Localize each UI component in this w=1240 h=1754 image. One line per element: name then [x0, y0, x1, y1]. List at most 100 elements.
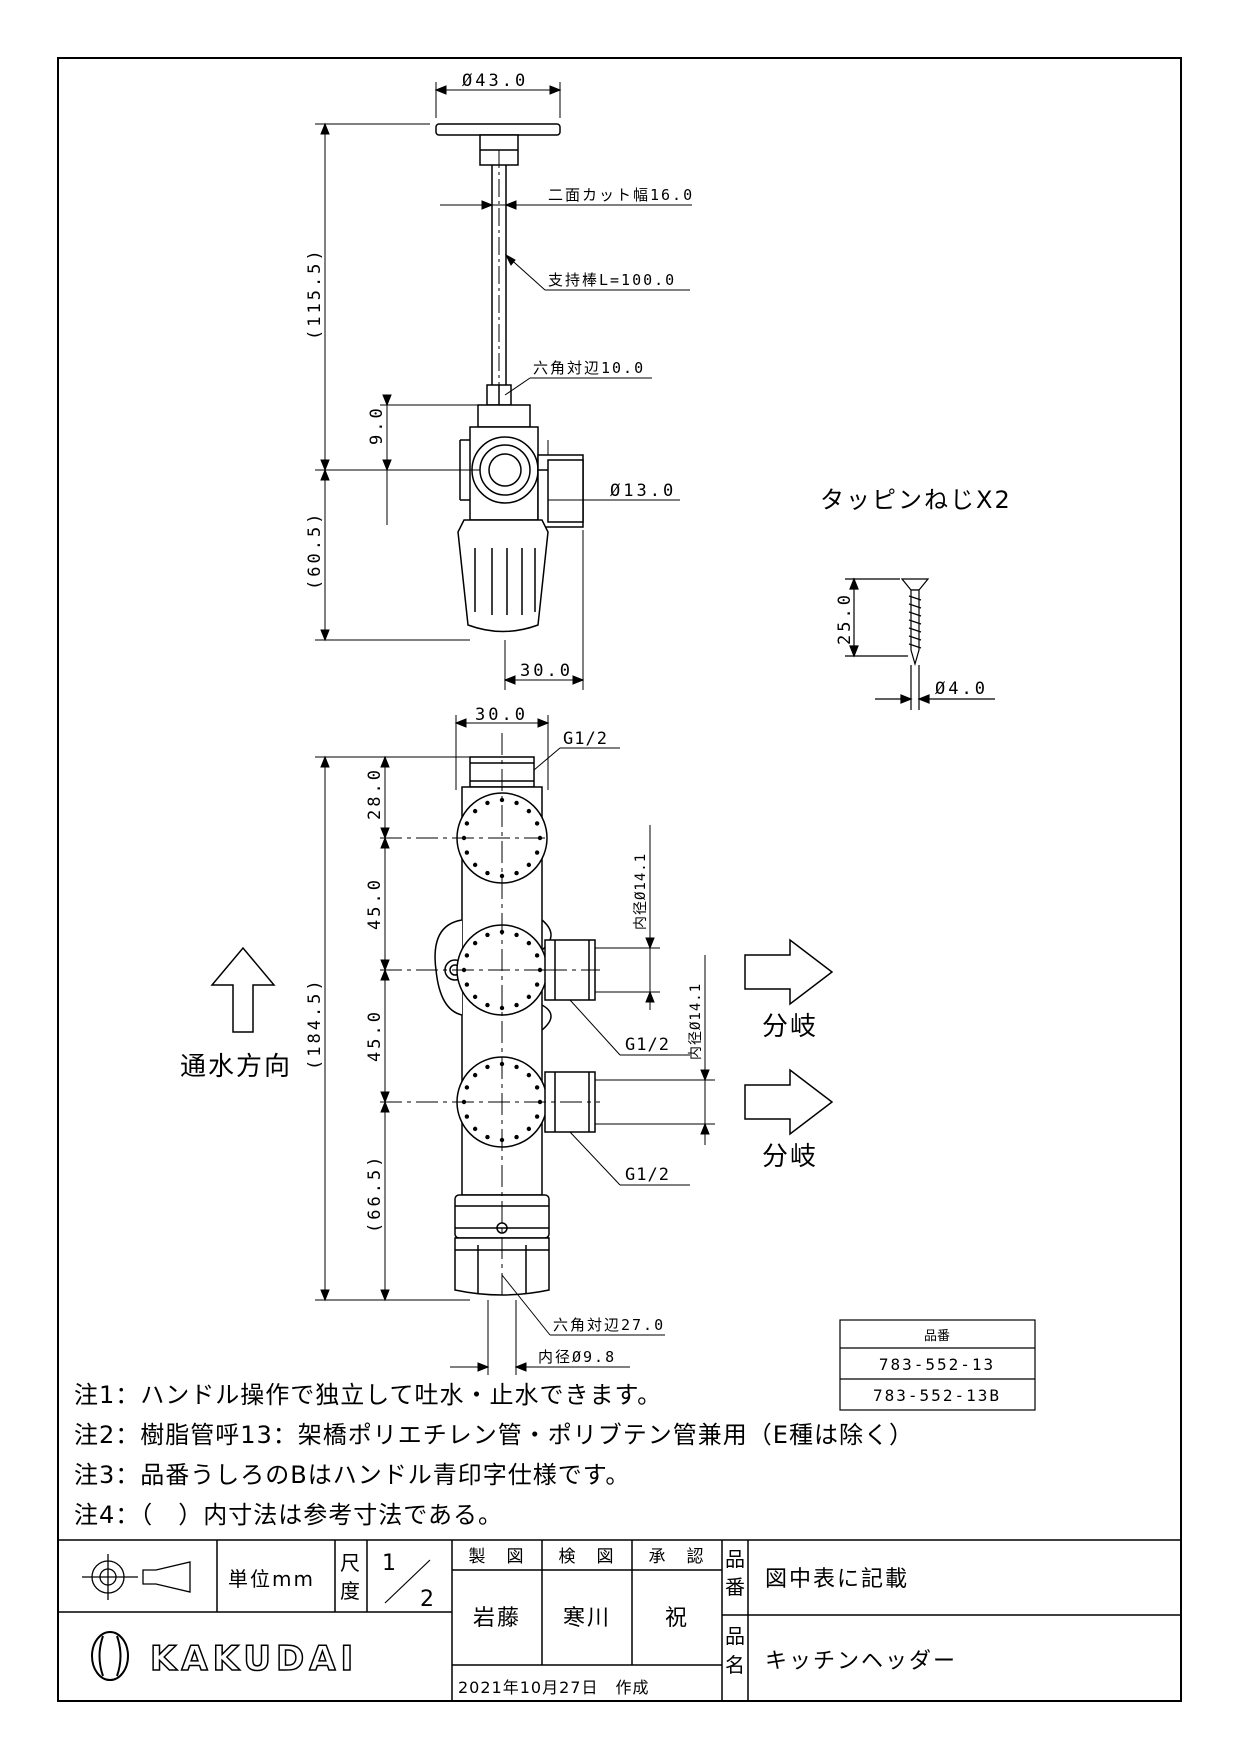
dial-tick — [526, 994, 532, 1000]
dial-tick — [485, 1002, 490, 1008]
dial-tick — [485, 1064, 490, 1070]
dial-tick — [526, 808, 532, 814]
part-table-header: 品番 — [924, 1329, 950, 1344]
name-label-2: 名 — [725, 1653, 747, 1677]
note-4: 注4：（ ）内寸法は参考寸法である。 — [74, 1501, 503, 1529]
front-view-dimensions — [315, 715, 715, 1375]
dial-tick — [472, 1126, 478, 1132]
note-2: 注2：樹脂管呼13：架橋ポリエチレン管・ポリブテン管兼用（E種は除く） — [74, 1421, 914, 1449]
note-3: 注3：品番うしろのBはハンドル青印字仕様です。 — [74, 1461, 630, 1489]
checked-by-label: 検 図 — [559, 1547, 616, 1567]
part-number-table — [839, 1319, 1036, 1411]
dim-diameter-top: Ø43.0 — [462, 71, 528, 91]
company-name: KAKUDAI — [150, 1639, 358, 1679]
dial-tick — [526, 862, 532, 868]
dial-tick — [514, 1134, 519, 1140]
dial-tick — [534, 821, 540, 826]
title-block-grid — [58, 1539, 1181, 1701]
inner-dia-1: 内径Ø14.1 — [633, 853, 649, 930]
branch-arrow-1 — [744, 938, 834, 1006]
dial-tick — [464, 953, 470, 958]
flow-direction-arrow — [210, 946, 276, 1033]
inner-dia-2: 内径Ø14.1 — [688, 983, 704, 1060]
unit-label: 単位mm — [228, 1567, 315, 1591]
dial-tick — [472, 1072, 478, 1078]
approved-by-label: 承 認 — [649, 1547, 706, 1567]
front-dim-width-30: 30.0 — [475, 705, 528, 725]
dim-hex-10: 六角対辺10.0 — [533, 359, 645, 377]
scale-label-1: 尺 — [340, 1551, 362, 1575]
dial-tick — [472, 862, 478, 868]
kakudai-logo-icon — [91, 1631, 129, 1681]
drawn-by-name: 岩藤 — [473, 1606, 521, 1631]
dial-tick — [485, 800, 490, 806]
dim-66: (66.5) — [365, 1154, 385, 1233]
dial-tick — [472, 940, 478, 946]
dial-tick — [514, 870, 519, 876]
dim-inner-98: 内径Ø9.8 — [538, 1348, 616, 1366]
thread-top: G1/2 — [563, 729, 608, 749]
part-no-label-2: 番 — [725, 1575, 747, 1599]
dim-9: 9.0 — [367, 405, 387, 445]
flow-direction-label: 通水方向 — [180, 1052, 292, 1082]
dial-tick — [526, 1126, 532, 1132]
dial-tick — [499, 1005, 505, 1011]
dial-tick — [499, 873, 505, 879]
dial-tick — [534, 953, 540, 958]
dial-tick — [534, 1114, 540, 1119]
note-1: 注1：ハンドル操作で独立して吐水・止水できます。 — [74, 1381, 662, 1409]
branch-arrow-2 — [744, 1068, 834, 1136]
dim-height-115: (115.5) — [305, 247, 325, 340]
name-label-1: 品 — [725, 1624, 747, 1648]
drawn-by-label: 製 図 — [469, 1547, 526, 1567]
dial-tick — [514, 932, 519, 938]
dial-tick — [464, 850, 470, 855]
screw-drawing — [845, 577, 995, 710]
screw-length: 25.0 — [835, 592, 855, 645]
drawing-border — [57, 57, 1182, 1702]
thread-low: G1/2 — [625, 1165, 670, 1185]
drawing-date: 2021年10月27日 作成 — [458, 1678, 649, 1697]
dial-tick — [464, 821, 470, 826]
dial-tick — [464, 1085, 470, 1090]
branch-label-1: 分岐 — [762, 1012, 818, 1042]
scale-slash — [384, 1559, 431, 1604]
dim-outlet-13: Ø13.0 — [610, 481, 676, 501]
top-view-dimensions — [315, 82, 692, 690]
dial-tick — [472, 994, 478, 1000]
front-view-centerlines — [380, 733, 600, 1300]
dim-width-30-top: 30.0 — [520, 661, 573, 681]
screw-diameter: Ø4.0 — [935, 679, 988, 699]
checked-by-name: 寒川 — [563, 1606, 611, 1631]
dial-tick — [514, 1064, 519, 1070]
dial-tick — [464, 982, 470, 987]
part-row-2: 783-552-13B — [873, 1386, 1001, 1405]
approved-by-name: 祝 — [665, 1606, 689, 1631]
dial-tick — [534, 850, 540, 855]
dim-45a: 45.0 — [365, 877, 385, 930]
dim-flat-width: 二面カット幅16.0 — [548, 186, 694, 204]
dial-tick — [526, 940, 532, 946]
dim-28: 28.0 — [365, 767, 385, 820]
dial-tick — [514, 800, 519, 806]
dial-tick — [526, 1072, 532, 1078]
dim-support-rod: 支持棒L=100.0 — [548, 271, 676, 289]
part-row-1: 783-552-13 — [879, 1355, 995, 1374]
dial-tick — [472, 808, 478, 814]
screw-title: タッピンねじX2 — [820, 486, 1012, 514]
dial-tick — [464, 1114, 470, 1119]
dial-tick — [514, 1002, 519, 1008]
top-view-valve — [435, 123, 584, 633]
branch-label-2: 分岐 — [762, 1142, 818, 1172]
dial-tick — [534, 982, 540, 987]
dim-hex-27: 六角対辺27.0 — [553, 1316, 665, 1334]
part-no-label-1: 品 — [725, 1547, 747, 1571]
projection-symbol-icon — [82, 1554, 191, 1600]
dim-total-184: (184.5) — [305, 977, 325, 1070]
scale-numerator: 1 — [382, 1551, 398, 1576]
dial-tick — [534, 1085, 540, 1090]
dim-45b: 45.0 — [365, 1009, 385, 1062]
part-no-value: 図中表に記載 — [765, 1567, 909, 1592]
thread-mid: G1/2 — [625, 1035, 670, 1055]
